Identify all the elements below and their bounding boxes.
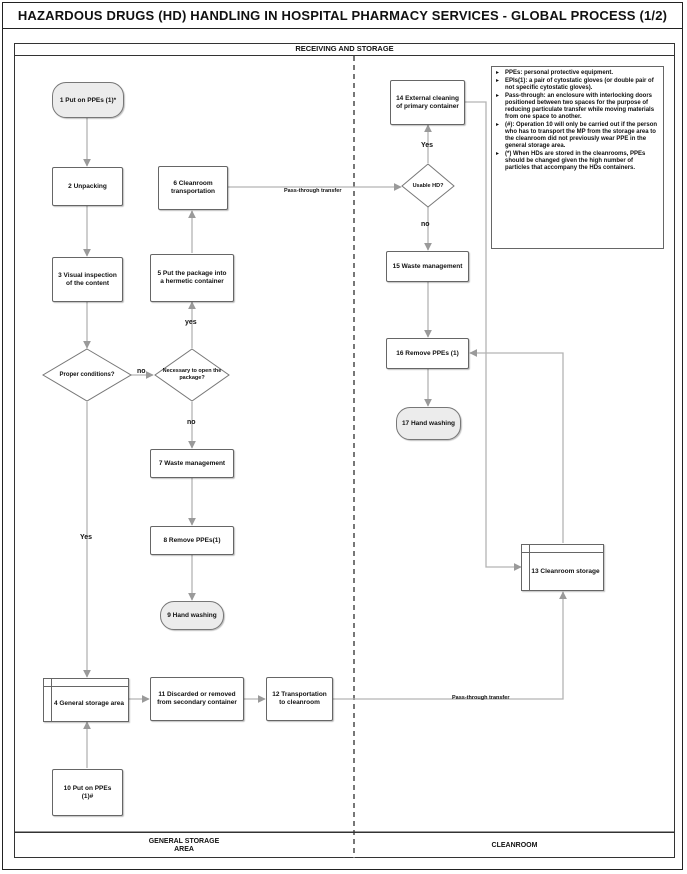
- edge-label-yes: Yes: [421, 142, 434, 149]
- usable-hd-label: Usable HD?: [412, 182, 444, 189]
- edge-label-yes: Yes: [80, 534, 93, 541]
- step-10-put-on-ppes: 10 Put on PPEs (1)#: [52, 769, 123, 816]
- pass-through-label: Pass-through transfer: [284, 188, 342, 194]
- diagram-title: HAZARDOUS DRUGS (HD) HANDLING IN HOSPITA…: [2, 2, 683, 29]
- step-14-external-cleaning: 14 External cleaning of primary containe…: [390, 80, 465, 125]
- note-item: Pass-through: an enclosure with interloc…: [496, 93, 659, 121]
- note-item: (*) When HDs are stored in the cleanroom…: [496, 151, 659, 172]
- step-11-discarded-removed: 11 Discarded or removed from secondary c…: [150, 677, 244, 721]
- step-2-unpacking: 2 Unpacking: [52, 167, 123, 206]
- edge-label-yes: yes: [185, 319, 197, 326]
- open-package-label: Necessary to open the package?: [162, 368, 222, 381]
- legend-notes: PPEs: personal protective equipment. EPI…: [491, 66, 664, 249]
- note-item: EPIs(1): a pair of cytostatic gloves (or…: [496, 78, 659, 92]
- proper-conditions-label: Proper conditions?: [59, 371, 115, 378]
- step-3-visual-inspection: 3 Visual inspection of the content: [52, 257, 123, 302]
- step-9-hand-washing: 9 Hand washing: [160, 601, 224, 630]
- section-header: RECEIVING AND STORAGE: [14, 43, 675, 56]
- step-4-general-storage: 4 General storage area: [43, 678, 129, 722]
- receiving-storage-section: [14, 43, 675, 858]
- proper-conditions-diamond: [42, 348, 132, 402]
- step-1-put-on-ppes: 1 Put on PPEs (1)*: [52, 82, 124, 118]
- lane-label-general-storage: GENERAL STORAGE AREA: [14, 832, 354, 859]
- edge-label-no: no: [421, 221, 430, 228]
- step-13-label: 13 Cleanroom storage: [531, 567, 600, 575]
- step-5-hermetic-container: 5 Put the package into a hermetic contai…: [150, 254, 234, 302]
- step-7-waste-management: 7 Waste management: [150, 449, 234, 478]
- pass-through-label: Pass-through transfer: [452, 695, 510, 701]
- edge-label-no: no: [187, 419, 196, 426]
- step-12-transportation-cleanroom: 12 Transportation to cleanroom: [266, 677, 333, 721]
- open-package-diamond: [154, 348, 230, 402]
- step-17-hand-washing: 17 Hand washing: [396, 407, 461, 440]
- edge-label-no: no: [137, 368, 146, 375]
- step-15-waste-management: 15 Waste management: [386, 251, 469, 282]
- lane-label-cleanroom: CLEANROOM: [354, 832, 675, 859]
- step-16-remove-ppes: 16 Remove PPEs (1): [386, 338, 469, 369]
- step-4-label: 4 General storage area: [53, 700, 125, 707]
- step-6-cleanroom-transport: 6 Cleanroom transportation: [158, 166, 228, 210]
- step-13-cleanroom-storage: 13 Cleanroom storage: [521, 544, 604, 591]
- note-item: PPEs: personal protective equipment.: [496, 70, 659, 77]
- usable-hd-diamond: [401, 163, 455, 208]
- step-8-remove-ppes: 8 Remove PPEs(1): [150, 526, 234, 555]
- note-item: (#): Operation 10 will only be carried o…: [496, 122, 659, 150]
